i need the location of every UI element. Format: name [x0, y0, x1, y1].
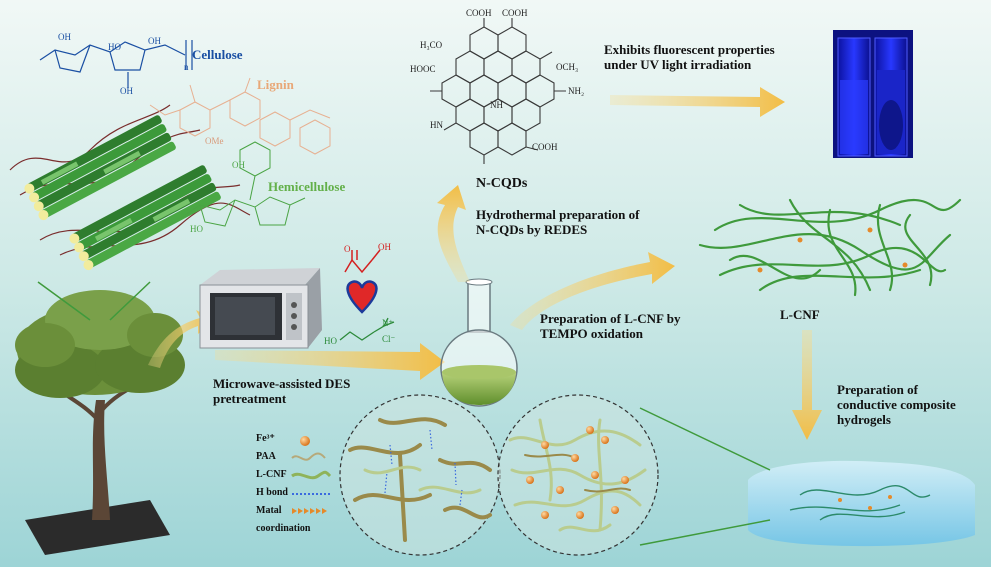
lignin-ome: OMe: [205, 136, 224, 146]
cellulose-oh-2: OH: [148, 36, 161, 46]
des-n-plus: N⁺: [382, 318, 394, 328]
heart-icon: [346, 280, 378, 314]
legend-hbond: H bond: [256, 487, 288, 498]
hemicellulose-ho: HO: [190, 224, 203, 234]
cellulose-structure: [39, 40, 193, 88]
ncqds-structure: [430, 18, 566, 164]
orange-chevron-line-icon: [292, 508, 327, 514]
des-oh: OH: [378, 242, 391, 252]
hydrogel-slab: [748, 460, 975, 547]
connector-line-bottom: [639, 519, 771, 546]
arrow-flask-to-lcnf: [510, 252, 675, 330]
ncqds-label: N-CQDs: [476, 176, 528, 191]
orange-sphere-icon: [300, 436, 310, 446]
des-ho: HO: [324, 336, 337, 346]
hemicellulose-oh: OH: [232, 160, 245, 170]
tree-illustration: [15, 281, 185, 555]
legend-icons: [291, 436, 332, 514]
des-components: [339, 249, 395, 341]
ncqds-och3: OCH₃: [556, 62, 579, 72]
hbond-network-circle: [339, 394, 501, 556]
des-cl: Cl⁻: [382, 334, 396, 344]
tempo-label: Preparation of L-CNF by TEMPO oxidation: [540, 311, 681, 341]
hemicellulose-label: Hemicellulose: [268, 179, 346, 194]
cellulose-oh-1: OH: [58, 32, 71, 42]
ncqds-nh: NH: [490, 100, 503, 110]
ncqds-cooh-2: COOH: [502, 8, 528, 18]
lcnf-fe-dots: [757, 227, 908, 273]
legend-coordination: coordination: [256, 523, 311, 534]
cellulose-label: Cellulose: [192, 47, 243, 62]
metal-coordination-circle: [497, 394, 659, 556]
round-bottom-flask: [440, 278, 518, 407]
wavy-line-icon: [291, 452, 326, 461]
cellulose-fiber-bundles: [9, 104, 251, 271]
arrow-to-uv-cuvettes: [610, 87, 785, 117]
arrow-microwave-to-flask: [215, 343, 445, 380]
des-o: O: [344, 244, 351, 254]
ncqds-cooh-1: COOH: [466, 8, 492, 18]
microwave-illustration: [199, 268, 322, 349]
cellulose-n: n: [184, 62, 189, 72]
microwave-label: Microwave-assisted DES pretreatment: [213, 376, 351, 406]
ncqds-cooh-3: COOH: [532, 142, 558, 152]
lignin-label: Lignin: [257, 77, 294, 92]
legend-fe: Fe³⁺: [256, 433, 275, 444]
legend-lcnf: L-CNF: [256, 469, 287, 480]
hydrothermal-label: Hydrothermal preparation of N-CQDs by RE…: [476, 207, 640, 237]
lignin-structure: [149, 77, 331, 155]
cellulose-ho: HO: [108, 42, 121, 52]
arrow-tree-to-microwave: [148, 310, 215, 368]
lcnf-fiber-network: [698, 198, 962, 297]
ncqds-nh2: NH₂: [568, 86, 585, 96]
fluorescent-label: Exhibits fluorescent properties under UV…: [604, 42, 775, 72]
arrow-lcnf-to-hydrogel: [792, 330, 822, 440]
legend-paa: PAA: [256, 451, 276, 462]
lcnf-label: L-CNF: [780, 307, 820, 322]
arrow-flask-to-ncqds: [437, 185, 470, 282]
cellulose-oh-3: OH: [120, 86, 133, 96]
uv-cuvettes: [833, 30, 913, 158]
ncqds-hooc: HOOC: [410, 64, 436, 74]
green-fiber-icon: [291, 470, 332, 480]
connector-line-top: [639, 407, 771, 471]
ncqds-hn: HN: [430, 120, 443, 130]
hydrogels-label: Preparation of conductive composite hydr…: [837, 382, 956, 427]
legend-metal: Matal: [256, 505, 282, 516]
ncqds-h3co: H₃CO: [420, 40, 443, 50]
hemicellulose-structure: [184, 141, 306, 227]
